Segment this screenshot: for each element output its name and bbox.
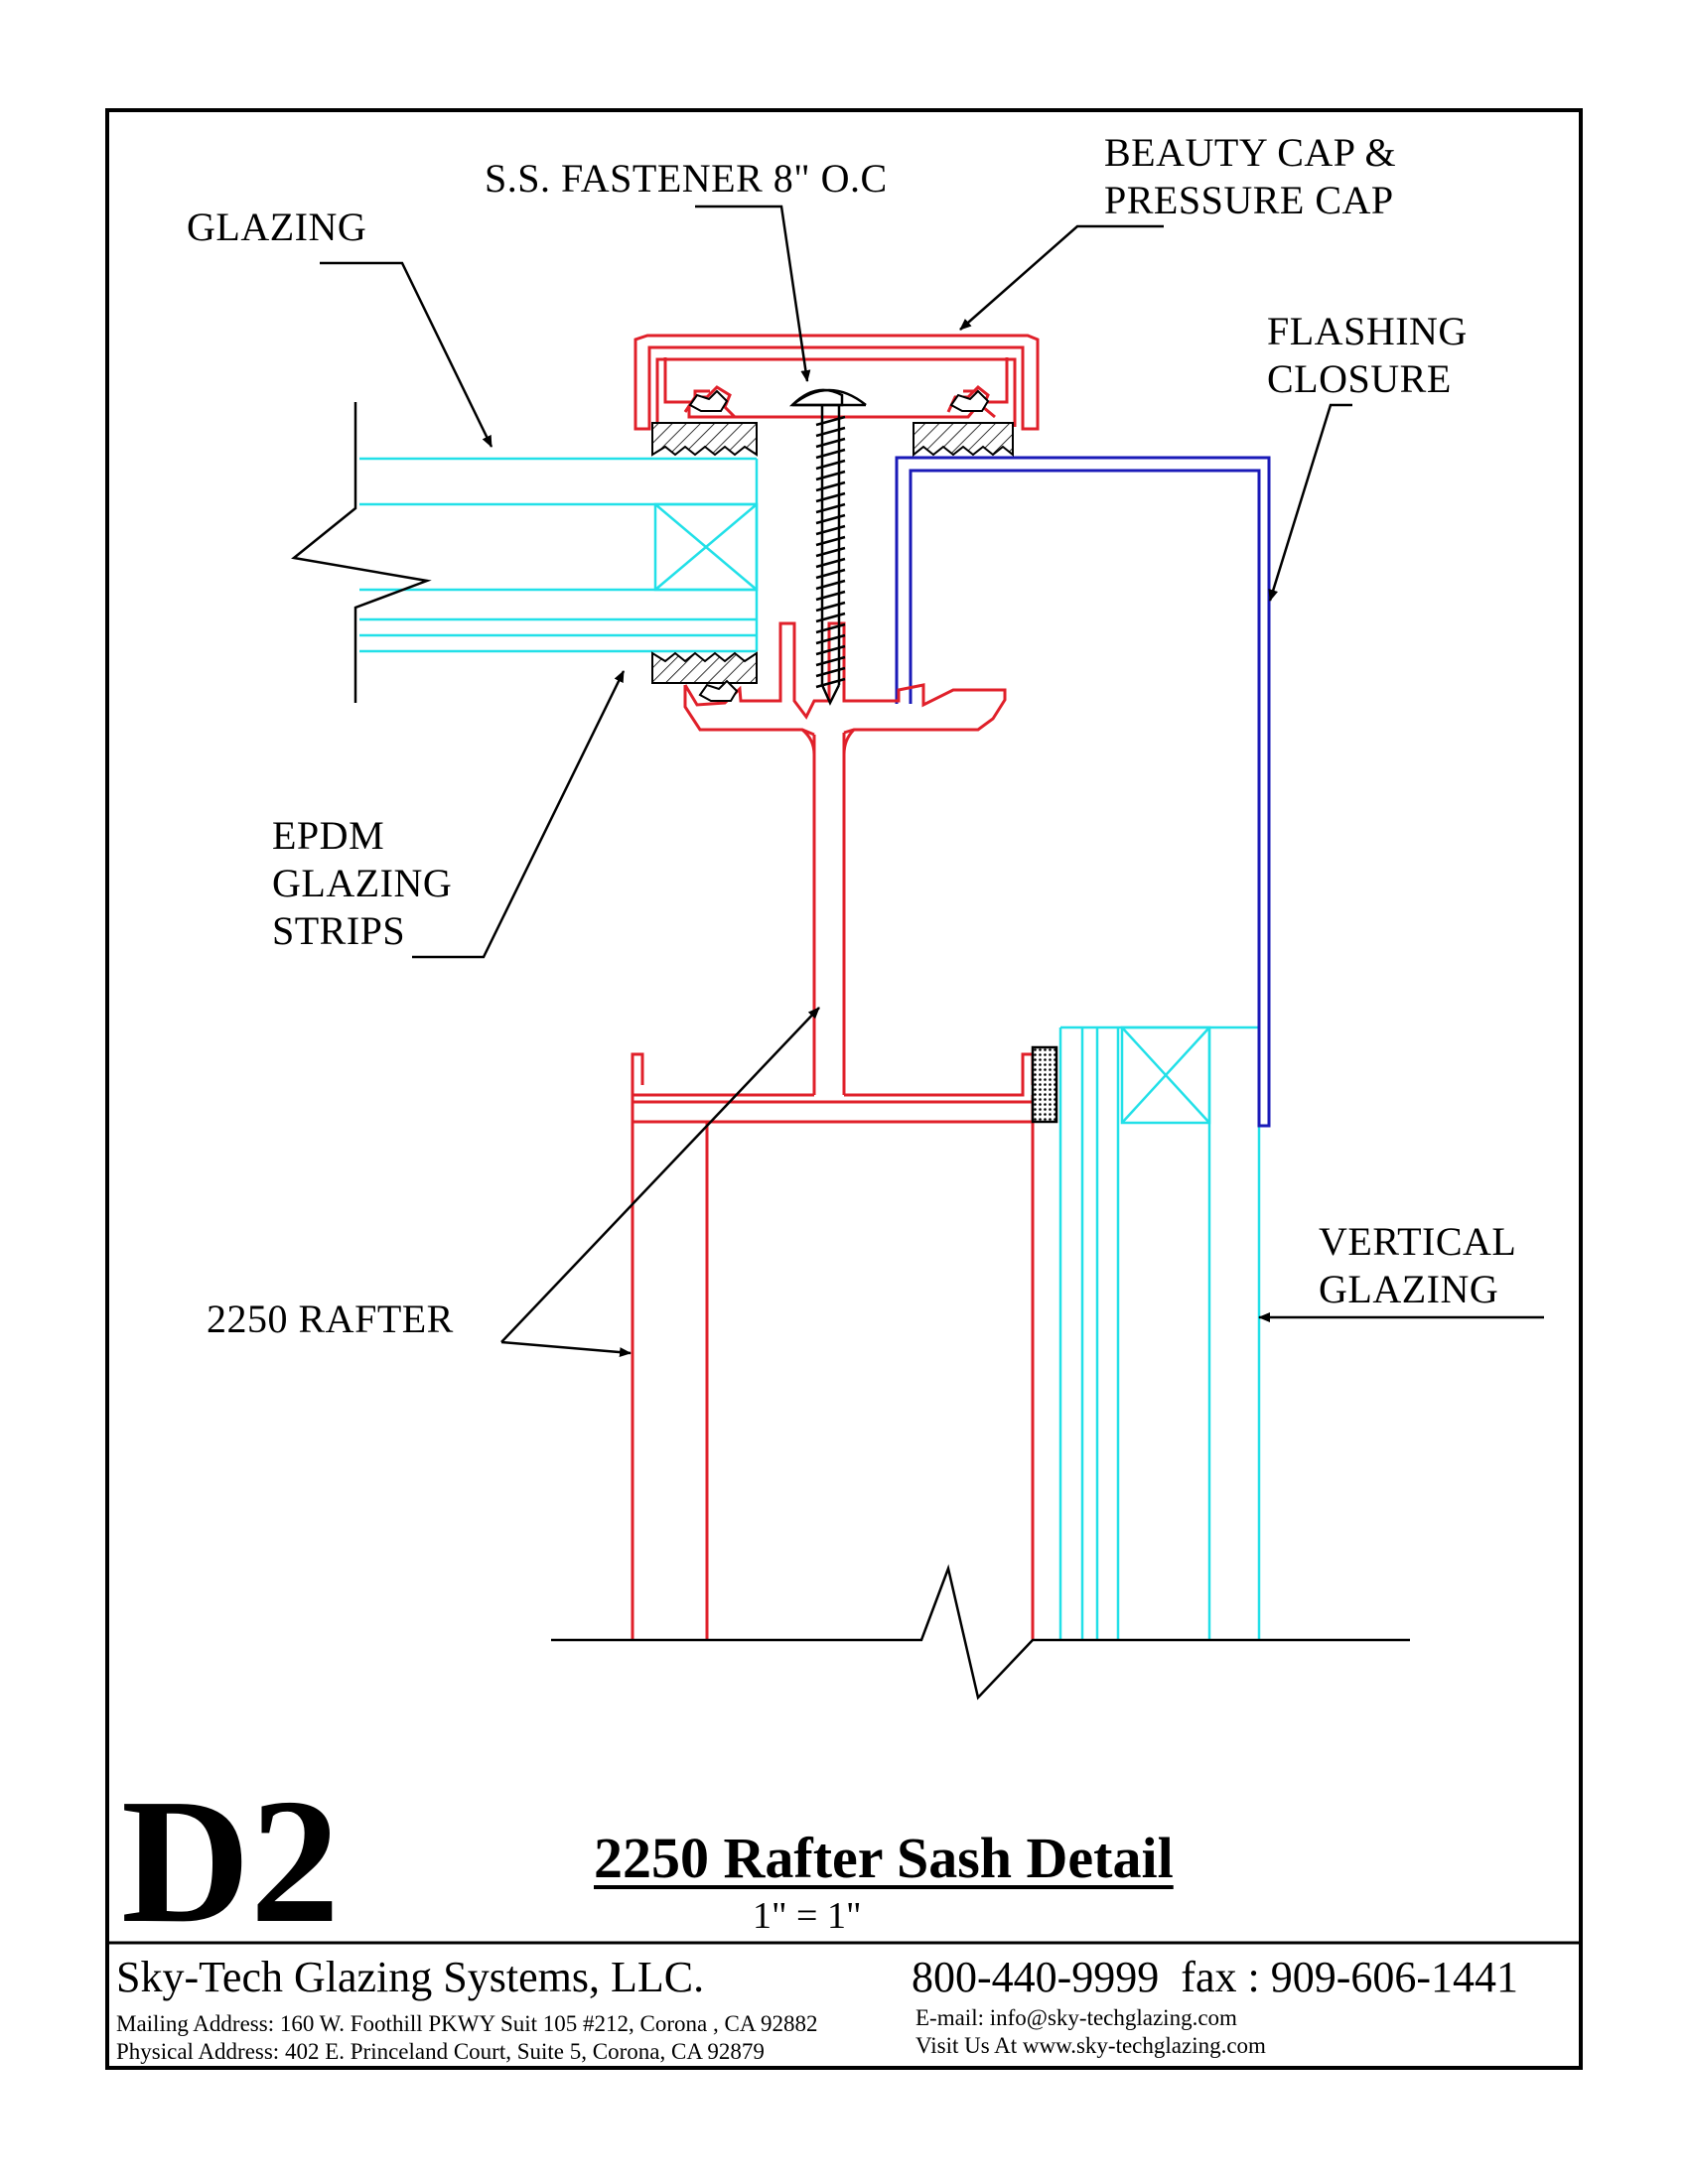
vertical-glazing-unit [1058, 1025, 1261, 1640]
setting-block [1031, 1045, 1058, 1124]
phone-fax: 800-440-9999 fax : 909-606-1441 [912, 1953, 1519, 2001]
label-flashing-closure: FLASHING CLOSURE [1267, 309, 1468, 401]
email-link[interactable]: E-mail: info@sky-techglazing.com [915, 2005, 1237, 2030]
drawing-id: D2 [121, 1762, 340, 1960]
company-name: Sky-Tech Glazing Systems, LLC. [116, 1953, 705, 2001]
label-glazing: GLAZING [187, 205, 367, 249]
website-link[interactable]: Visit Us At www.sky-techglazing.com [915, 2033, 1266, 2058]
rafter-extrusion [631, 621, 1035, 1640]
label-epdm-strips: EPDM GLAZING STRIPS [272, 813, 453, 953]
bottom-break-line [551, 1564, 1410, 1701]
label-ss-fastener: S.S. FASTENER 8" O.C [485, 156, 888, 201]
pressure-cap [633, 334, 1040, 431]
glazing-break-line [291, 402, 432, 703]
physical-address: Physical Address: 402 E. Princeland Cour… [116, 2039, 765, 2064]
epdm-gaskets [651, 389, 1014, 702]
drawing-title: 2250 Rafter Sash Detail [594, 1826, 1174, 1890]
label-vertical-glazing: VERTICAL GLAZING [1319, 1219, 1517, 1311]
label-beauty-cap: BEAUTY CAP & PRESSURE CAP [1104, 130, 1397, 222]
fastener-thread [815, 415, 846, 689]
label-rafter: 2250 RAFTER [207, 1297, 454, 1341]
drawing-scale: 1" = 1" [753, 1895, 862, 1937]
sheet-border [105, 108, 1583, 2070]
mailing-address: Mailing Address: 160 W. Foothill PKWY Su… [116, 2011, 818, 2036]
flashing-closure [895, 456, 1271, 1128]
sloped-glazing-unit [359, 457, 759, 653]
leader-lines [320, 205, 1544, 1358]
